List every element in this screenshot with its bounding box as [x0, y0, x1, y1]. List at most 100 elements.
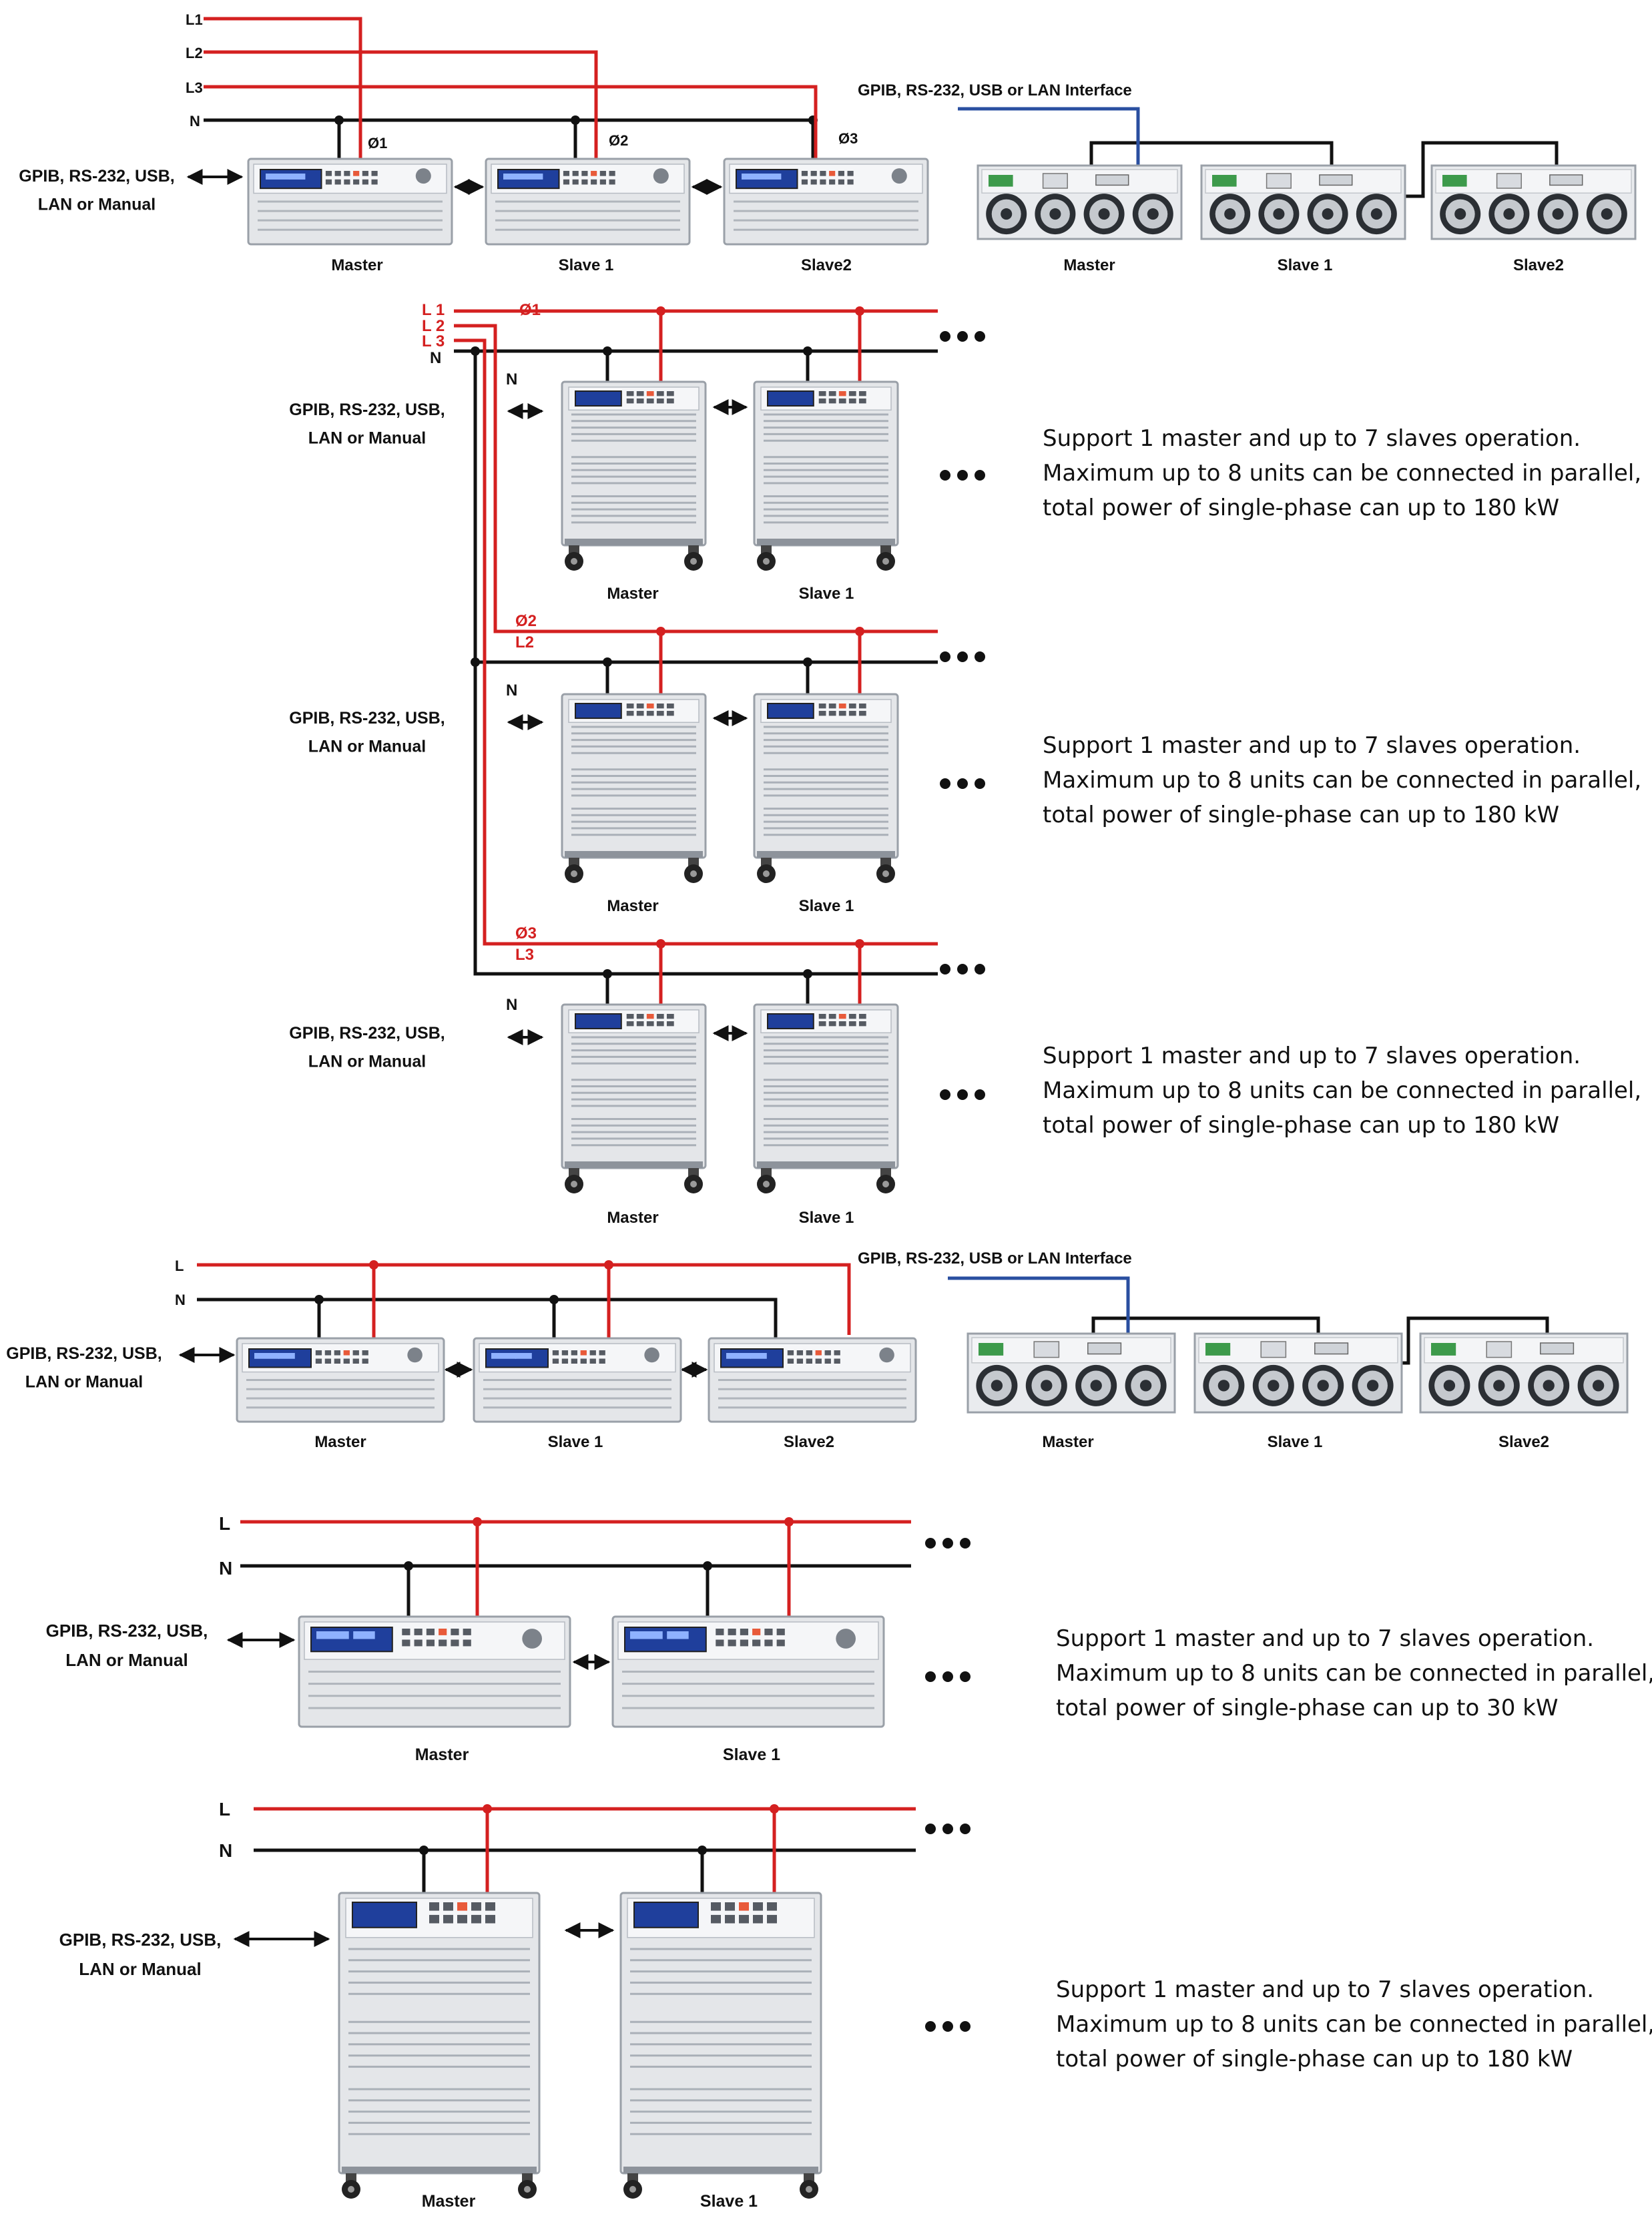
panel-button: [838, 391, 846, 396]
note-text: Support 1 master and up to 7 slaves oper…: [1056, 1625, 1594, 1652]
fan-hub: [1543, 1380, 1555, 1392]
panel-button: [589, 1358, 596, 1364]
ellipsis-dots-icon: [925, 1824, 936, 1834]
panel-button: [815, 1358, 822, 1364]
panel-button: [848, 1014, 856, 1019]
terminal-block: [1431, 1343, 1456, 1356]
panel-button: [572, 171, 579, 176]
line-bus: [197, 1263, 851, 1335]
control-label: LAN or Manual: [308, 1053, 426, 1071]
panel-button: [725, 1902, 735, 1911]
panel-button: [848, 398, 856, 404]
master-tower-unit: [561, 693, 707, 883]
caster-hub: [348, 2186, 354, 2193]
caster-hub: [571, 870, 577, 877]
panel-button: [858, 704, 866, 709]
note-text: total power of single-phase can up to 18…: [1043, 495, 1559, 521]
panel-button: [818, 1014, 826, 1019]
panel-button: [599, 1358, 605, 1364]
panel-button: [656, 398, 664, 404]
slave1-tower-unit: [619, 1892, 822, 2199]
ellipsis-dots-icon: [942, 1671, 953, 1682]
ellipsis-dots-icon: [960, 1824, 971, 1834]
display-screen: [633, 1902, 699, 1928]
ellipsis-dots-icon: [925, 1538, 936, 1549]
note-text: Support 1 master and up to 7 slaves oper…: [1043, 425, 1581, 452]
junction-dot: [803, 657, 812, 667]
fan-hub: [1366, 1380, 1379, 1392]
caster-bracket: [688, 858, 699, 867]
panel-button: [838, 1021, 846, 1027]
master-label: Master: [1042, 1433, 1093, 1451]
master-unit: [298, 1615, 571, 1728]
panel-button: [636, 1014, 644, 1019]
slave1-unit: [485, 158, 691, 246]
slave1-label: Slave 1: [548, 1433, 603, 1451]
control-label: LAN or Manual: [65, 1650, 188, 1670]
display-readout: [515, 1353, 532, 1359]
panel-button: [815, 1350, 822, 1356]
phase-line: [204, 85, 818, 166]
panel-button: [848, 704, 856, 709]
connector-port: [1042, 173, 1068, 189]
interface-label: GPIB, RS-232, USB or LAN Interface: [858, 1250, 1132, 1268]
display-readout: [503, 174, 528, 180]
panel-button: [847, 171, 854, 176]
line-label: L: [219, 1513, 230, 1534]
fan-hub: [1268, 1380, 1280, 1392]
panel-button: [801, 171, 808, 176]
display-readout: [726, 1353, 752, 1359]
ellipsis-dots-icon: [957, 651, 968, 662]
control-label: LAN or Manual: [38, 196, 156, 214]
panel-button: [716, 1639, 724, 1647]
display-screen: [575, 703, 622, 720]
caster-bracket: [688, 545, 699, 555]
panel-button: [626, 711, 634, 716]
panel-button: [344, 179, 350, 185]
slave2-unit: [723, 158, 929, 246]
panel-button: [787, 1350, 794, 1356]
panel-button: [580, 1350, 587, 1356]
display-readout: [316, 1631, 349, 1639]
panel-button: [666, 704, 674, 709]
panel-button: [767, 1902, 777, 1911]
ellipsis-dots-icon: [975, 651, 985, 662]
ellipsis-dots-icon: [960, 1671, 971, 1682]
display-readout: [630, 1631, 663, 1639]
ellipsis-dots-icon: [957, 331, 968, 342]
panel-button: [828, 1021, 836, 1027]
master-tower-unit: [338, 1892, 541, 2199]
panel-button: [646, 1021, 654, 1027]
fan-hub: [1217, 1380, 1230, 1392]
junction-dot: [549, 1295, 559, 1304]
ellipsis-dots-icon: [942, 2021, 953, 2032]
link-cable: [1091, 1316, 1320, 1343]
fan-hub: [1224, 208, 1236, 220]
rear-top-strip: [1205, 169, 1402, 194]
display-readout: [289, 174, 306, 180]
panel-button: [801, 179, 808, 185]
panel-button: [552, 1350, 559, 1356]
panel-button: [571, 1358, 577, 1364]
line-label: L 3: [422, 332, 445, 350]
caster-hub: [690, 1181, 697, 1187]
line-label: L1: [186, 11, 203, 28]
panel-button: [334, 171, 341, 176]
panel-button: [581, 171, 588, 176]
note-text: total power of single-phase can up to 18…: [1056, 2046, 1573, 2072]
slave2-label: Slave2: [1498, 1433, 1549, 1451]
neutral-label: N: [190, 113, 200, 129]
display-screen: [575, 1013, 622, 1030]
control-label: GPIB, RS-232, USB,: [59, 1930, 222, 1950]
line-label: L3: [186, 79, 203, 96]
panel-button: [352, 1350, 359, 1356]
line-label: L2: [515, 633, 534, 651]
caster-bracket: [688, 1168, 699, 1177]
panel-button: [646, 391, 654, 396]
master-label: Master: [422, 2192, 476, 2211]
junction-dot: [803, 346, 812, 356]
slave1-unit: [611, 1615, 885, 1728]
display-screen: [767, 1013, 814, 1030]
panel-button: [457, 1902, 467, 1911]
knob-icon: [522, 1629, 543, 1649]
